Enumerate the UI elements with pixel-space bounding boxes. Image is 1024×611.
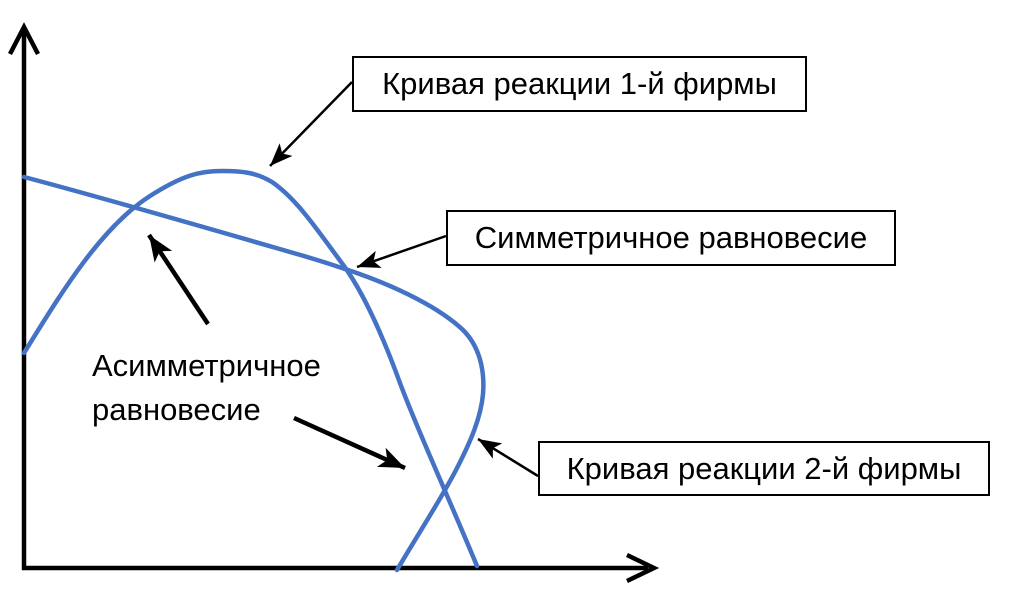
asymmetric-equilibrium-label: Асимметричное равновесие <box>92 344 321 432</box>
curve1-label-text: Кривая реакции 1-й фирмы <box>382 66 777 101</box>
curve2-label-box: Кривая реакции 2-й фирмы <box>538 441 990 496</box>
reaction-curve-firm-1 <box>21 168 480 569</box>
y-axis-arrowhead-icon <box>8 22 40 56</box>
symmetric-equilibrium-label-box: Симметричное равновесие <box>446 210 896 266</box>
symmetric-equilibrium-arrow <box>356 234 447 269</box>
symmetric-equilibrium-label-text: Симметричное равновесие <box>474 220 868 255</box>
asymmetric-equilibrium-upper-arrow <box>147 233 210 326</box>
reaction-curve-firm-2 <box>21 174 486 573</box>
curve2-callout-arrow <box>477 437 539 478</box>
asymmetric-equilibrium-label-line2: равновесие <box>92 392 261 427</box>
asymmetric-equilibrium-lower-arrow <box>293 415 406 471</box>
curve1-callout-arrow <box>269 81 353 167</box>
x-axis-arrowhead-icon <box>626 552 660 584</box>
asymmetric-equilibrium-label-line1: Асимметричное <box>92 348 321 383</box>
curve1-label-box: Кривая реакции 1-й фирмы <box>352 56 807 112</box>
curve2-label-text: Кривая реакции 2-й фирмы <box>566 450 962 486</box>
